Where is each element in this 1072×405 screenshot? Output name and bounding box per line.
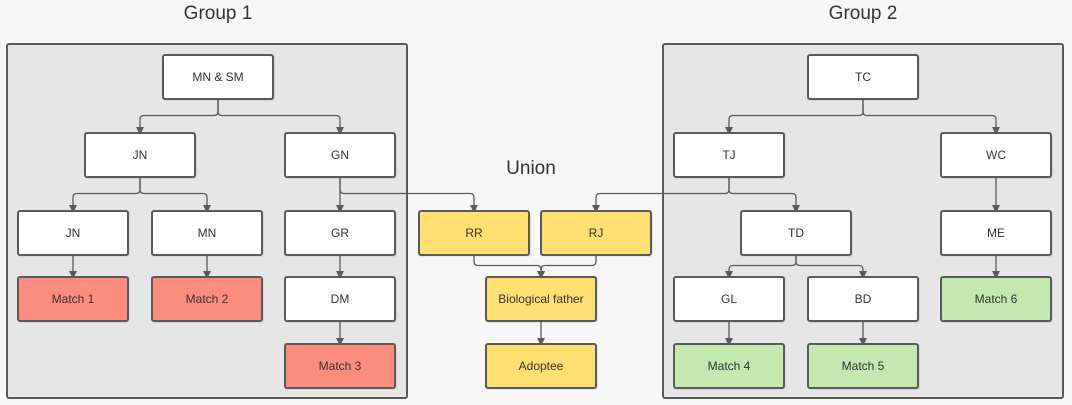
edge-td-to-bd — [795, 256, 867, 279]
edge-gn-to-rr — [339, 178, 478, 213]
node-adoptee[interactable]: Adoptee — [485, 343, 597, 389]
node-match-6[interactable]: Match 6 — [940, 276, 1052, 322]
edge-jn_top-to-mn — [139, 178, 211, 213]
node-match-3[interactable]: Match 3 — [284, 343, 396, 389]
node-mn-sm[interactable]: MN & SM — [162, 54, 274, 100]
edge-jn_top-to-jn_child — [69, 178, 141, 213]
node-jn-parent[interactable]: JN — [84, 132, 196, 178]
node-td[interactable]: TD — [740, 210, 852, 256]
edge-mn_sm-to-jn_top — [136, 100, 219, 135]
node-me[interactable]: ME — [940, 210, 1052, 256]
edge-tc-to-tj — [725, 100, 864, 135]
node-gn[interactable]: GN — [284, 132, 396, 178]
group-2-title: Group 2 — [828, 3, 898, 24]
edge-mn_sm-to-gn — [217, 100, 344, 135]
node-tc[interactable]: TC — [807, 54, 919, 100]
node-dm[interactable]: DM — [284, 276, 396, 322]
node-bd[interactable]: BD — [807, 276, 919, 322]
edge-tc-to-wc — [862, 100, 1000, 135]
edge-rj-to-bio_father — [537, 256, 597, 279]
node-rr[interactable]: RR — [418, 210, 530, 256]
edge-rr-to-bio_father — [473, 256, 545, 279]
node-tj[interactable]: TJ — [673, 132, 785, 178]
node-match-1[interactable]: Match 1 — [17, 276, 129, 322]
node-match-5[interactable]: Match 5 — [807, 343, 919, 389]
edge-tj-to-td — [728, 178, 800, 213]
node-jn-child[interactable]: JN — [17, 210, 129, 256]
node-rj[interactable]: RJ — [540, 210, 652, 256]
node-biological-father[interactable]: Biological father — [485, 276, 597, 322]
edge-td-to-gl — [725, 256, 797, 279]
node-mn[interactable]: MN — [151, 210, 263, 256]
node-match-2[interactable]: Match 2 — [151, 276, 263, 322]
node-gr[interactable]: GR — [284, 210, 396, 256]
node-gl[interactable]: GL — [673, 276, 785, 322]
group-1-title: Group 1 — [183, 3, 253, 24]
edge-tj-to-rj — [592, 178, 730, 213]
node-wc[interactable]: WC — [940, 132, 1052, 178]
node-match-4[interactable]: Match 4 — [673, 343, 785, 389]
union-label: Union — [506, 158, 556, 179]
